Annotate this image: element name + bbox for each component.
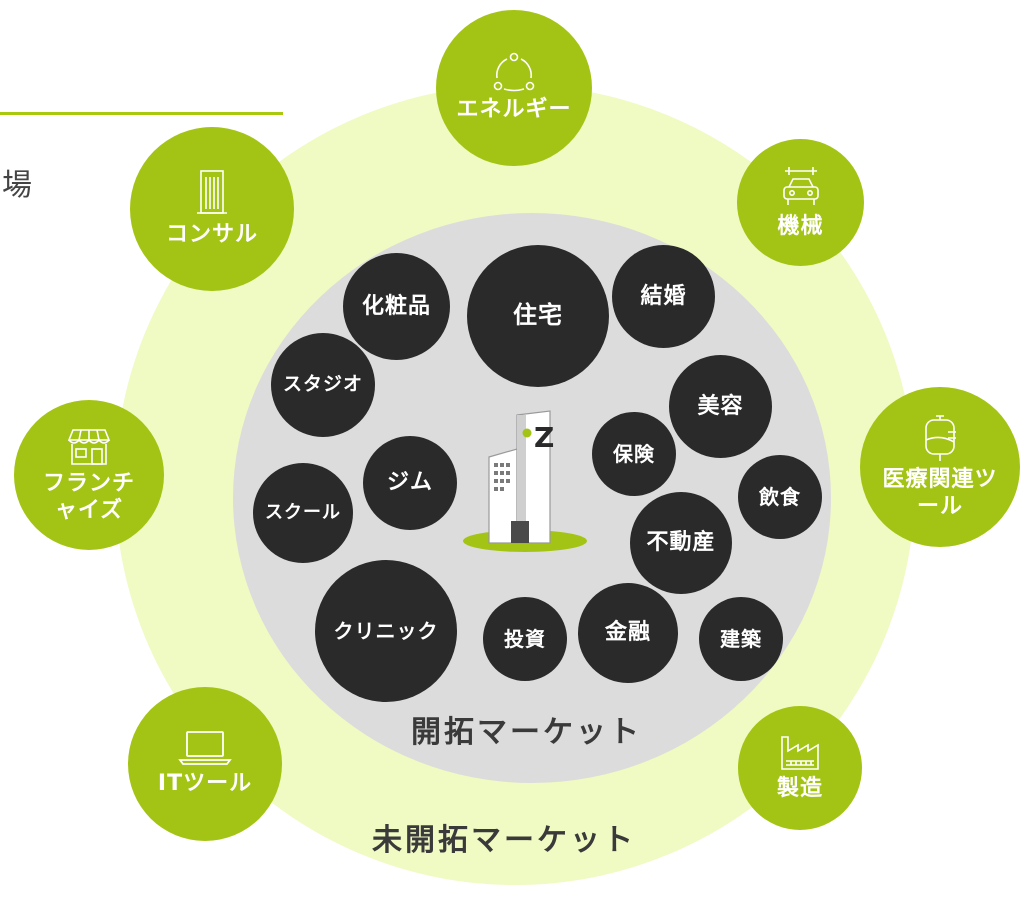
header-divider (0, 112, 283, 115)
bubble-insurance: 保険 (592, 412, 676, 496)
industry-medical-tools: 医療関連ツール (860, 387, 1020, 547)
bubble-studio: スタジオ (271, 333, 375, 437)
laptop-icon (178, 731, 232, 766)
bubble-investment: 投資 (483, 597, 567, 681)
bubble-school: スクール (253, 463, 353, 563)
industry-energy: エネルギー (436, 10, 592, 166)
bubble-marriage: 結婚 (612, 245, 715, 348)
undeveloped-market-label: 未開拓マーケット (372, 823, 636, 858)
industry-label: 医療関連ツール (882, 466, 998, 520)
factory-icon (781, 736, 819, 771)
recycle-icon (493, 52, 535, 92)
industry-label: コンサル (165, 222, 258, 248)
car-wrench-icon (782, 166, 819, 205)
industry-franchise: フランチャイズ (14, 400, 164, 550)
industry-it-tools: ITツール (128, 687, 282, 841)
iv-bag-icon (925, 414, 956, 461)
headquarters-building-icon: Z (462, 405, 592, 557)
logo-letter: Z (534, 421, 555, 454)
bubble-cosmetics: 化粧品 (343, 253, 450, 360)
storefront-icon (67, 428, 111, 465)
industry-consulting: コンサル (130, 127, 294, 291)
bubble-clinic: クリニック (315, 560, 457, 702)
industry-manufacturing: 製造 (738, 706, 862, 830)
bubble-architecture: 建築 (699, 597, 783, 681)
bubble-dining: 飲食 (738, 455, 822, 539)
developed-market-label: 開拓マーケット (411, 715, 642, 750)
bubble-housing: 住宅 (467, 245, 609, 387)
industry-label: フランチャイズ (42, 470, 135, 524)
bubble-real-estate: 不動産 (630, 492, 732, 594)
industry-label: 製造 (776, 776, 823, 802)
industry-label: 機械 (777, 213, 824, 239)
bubble-gym: ジム (363, 436, 457, 530)
industry-label: ITツール (157, 771, 253, 797)
industry-label: エネルギー (456, 97, 572, 123)
bubble-finance: 金融 (578, 583, 678, 683)
bubble-beauty: 美容 (669, 355, 772, 458)
cropped-heading-text: 場 (2, 168, 32, 203)
industry-machinery: 機械 (737, 139, 864, 266)
office-building-icon (197, 170, 227, 215)
